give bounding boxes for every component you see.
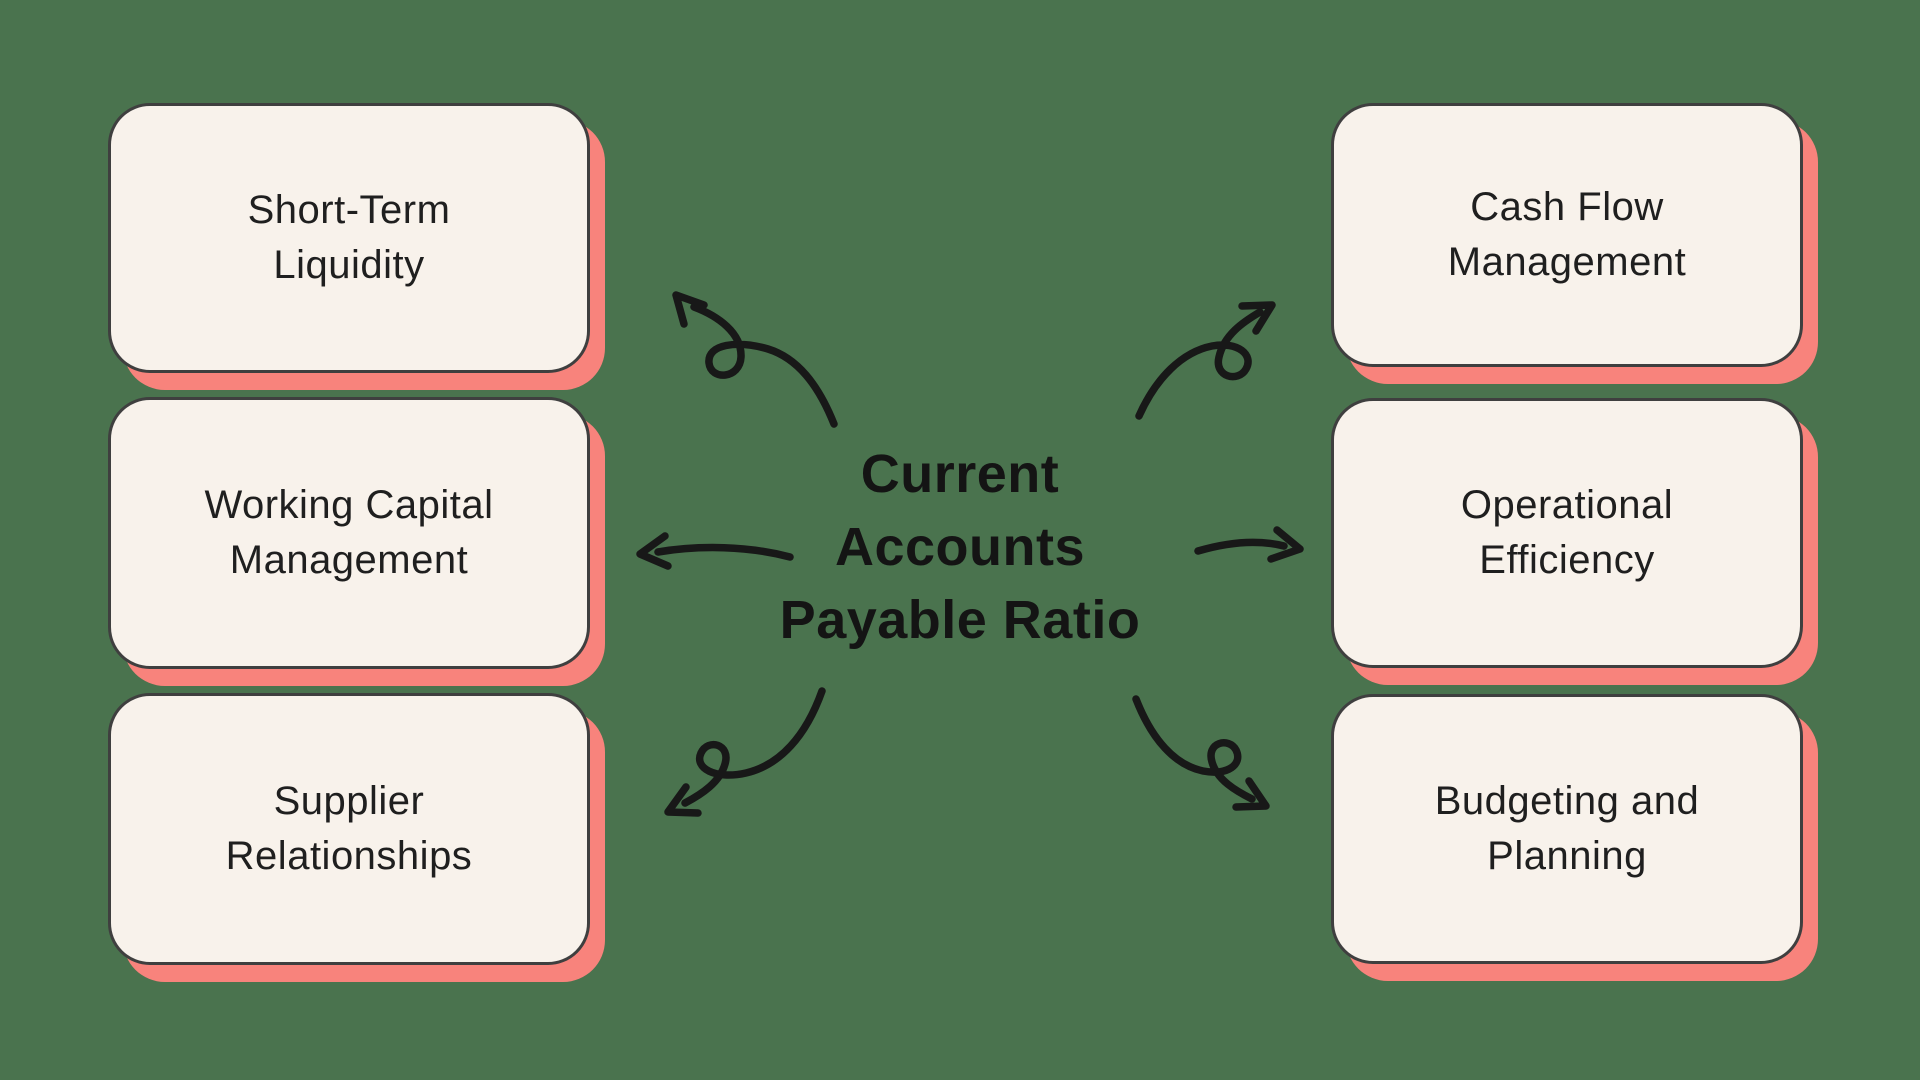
loop-arrow-lower-right-icon: [1132, 695, 1270, 811]
node-working-capital-management: Working Capital Management: [108, 397, 590, 669]
node-budgeting-and-planning: Budgeting and Planning: [1331, 694, 1803, 964]
loop-arrow-upper-right-icon: [1135, 301, 1276, 420]
diagram-title-line-3: Payable Ratio: [779, 590, 1141, 650]
node-cash-flow-management: Cash Flow Management: [1331, 103, 1803, 367]
node-label: Operational Efficiency: [1460, 483, 1674, 582]
node-label: Budgeting and Planning: [1434, 779, 1700, 878]
node-short-term-liquidity: Short-Term Liquidity: [108, 103, 590, 373]
node-supplier-relationships: Supplier Relationships: [108, 693, 590, 965]
loop-arrow-upper-left-icon: [672, 291, 838, 428]
diagram-title: Current Accounts Payable Ratio: [610, 438, 1310, 657]
node-label: Supplier Relationships: [225, 779, 473, 878]
diagram-title-line-1: Current: [860, 444, 1060, 504]
loop-arrow-lower-left-icon: [664, 687, 826, 817]
node-label: Cash Flow Management: [1447, 185, 1687, 284]
node-operational-efficiency: Operational Efficiency: [1331, 398, 1803, 668]
node-label: Short-Term Liquidity: [247, 188, 451, 287]
diagram-title-line-2: Accounts: [834, 517, 1086, 577]
node-label: Working Capital Management: [204, 483, 494, 582]
